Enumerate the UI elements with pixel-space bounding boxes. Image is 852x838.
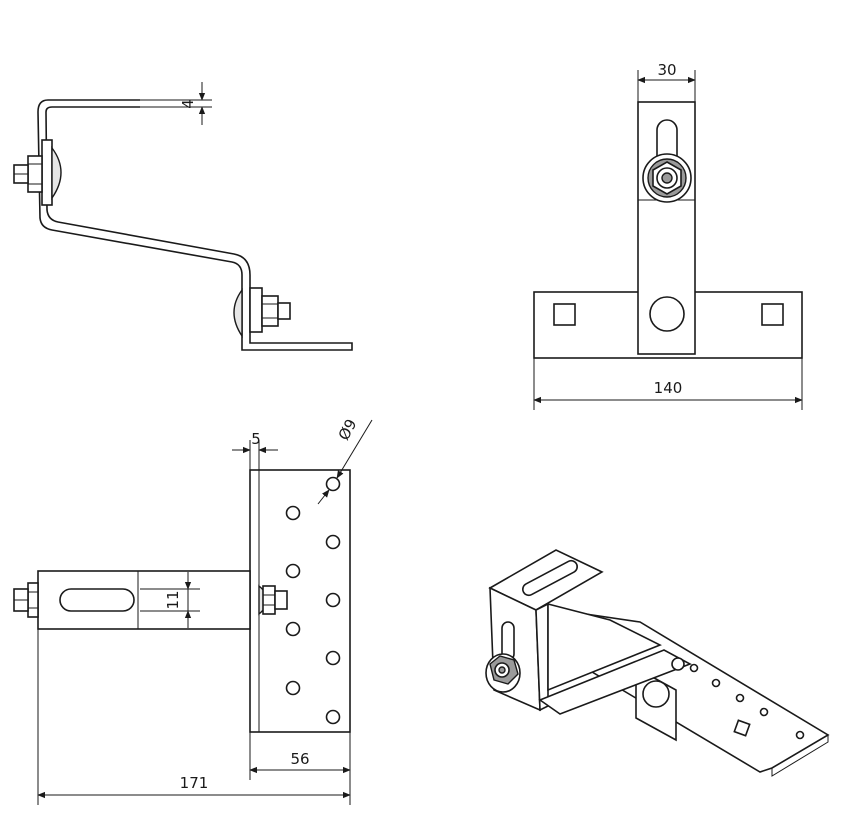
plate-hole xyxy=(325,534,341,550)
slot-width-label: 11 xyxy=(164,590,182,609)
top-nut xyxy=(642,153,692,203)
iso-connector-arm xyxy=(538,649,692,715)
total-length-dimension: 171 xyxy=(37,629,351,805)
isometric-view xyxy=(485,549,830,777)
side-view: 4 xyxy=(13,82,353,351)
base-length-label: 140 xyxy=(654,379,683,397)
base-length-dimension: 140 xyxy=(533,358,803,410)
plate-width-label: 56 xyxy=(290,750,309,768)
plate-hole xyxy=(325,476,341,492)
plate-hole xyxy=(285,563,301,579)
plate-hole xyxy=(285,621,301,637)
hook-profile xyxy=(37,99,353,351)
plate-nut xyxy=(258,584,288,616)
plate-holes xyxy=(285,476,341,725)
vertical-arm xyxy=(637,101,696,355)
plate-hole xyxy=(325,650,341,666)
arm-slot xyxy=(59,588,135,612)
thickness-label: 4 xyxy=(179,99,197,109)
slot-dimension: 11 xyxy=(140,572,200,628)
lower-bolt-nut xyxy=(233,287,291,339)
width-label: 30 xyxy=(657,61,676,79)
plate-width-dimension: 56 xyxy=(249,732,351,780)
plate-hole xyxy=(325,709,341,725)
square-hole-left xyxy=(553,303,576,326)
front-view: 11 5 Ø9 56 171 xyxy=(13,416,373,805)
top-view: 30 140 xyxy=(533,61,803,410)
offset-dimension: 5 xyxy=(232,430,278,470)
width-dimension: 30 xyxy=(637,61,696,102)
plate-hole xyxy=(325,592,341,608)
offset-label: 5 xyxy=(251,430,261,448)
iso-nut xyxy=(485,653,521,693)
hole-diameter-label: Ø9 xyxy=(335,416,361,443)
horizontal-arm xyxy=(37,570,251,630)
upper-bolt-nut xyxy=(13,139,62,206)
left-nut xyxy=(13,582,39,618)
total-length-label: 171 xyxy=(180,774,209,792)
round-hole xyxy=(649,296,685,332)
square-hole-right xyxy=(761,303,784,326)
plate-hole xyxy=(285,680,301,696)
plate-hole xyxy=(285,505,301,521)
thickness-dimension: 4 xyxy=(140,82,212,125)
